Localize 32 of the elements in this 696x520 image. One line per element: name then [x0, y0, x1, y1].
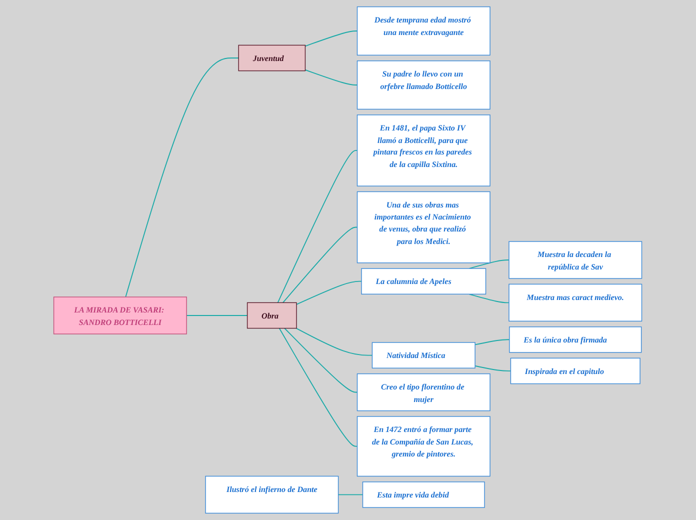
connector	[474, 339, 510, 346]
connector	[304, 69, 358, 86]
node-box: Muestra la decaden la república de Sav	[508, 241, 642, 279]
node-box: LA MIRADA DE VASARI: SANDRO BOTTICELLI	[54, 296, 188, 334]
connector	[278, 150, 358, 304]
connector	[296, 328, 373, 356]
connector	[474, 365, 512, 372]
connector	[296, 280, 362, 305]
connector	[338, 494, 364, 496]
node-box: Natividad Mística	[372, 342, 476, 368]
node-box: Creo el tipo florentino de mujer	[357, 373, 491, 412]
node-box: Es la única obra firmada	[509, 326, 642, 353]
connector	[186, 315, 248, 316]
node-box: En 1481, el papa Sixto IV llamó a Botticelli, para que pintara frescos en las paredes de la capilla Sixtina.	[357, 114, 491, 186]
connector	[125, 58, 240, 298]
node-box: En 1472 entró a formar parte de la Compañía de San Lucas, gremio de pintores.	[357, 416, 491, 477]
node-box: Obra	[247, 302, 298, 329]
node-box: Muestra mas caract medievo.	[508, 284, 642, 322]
node-box: Desde temprana edad mostró una mente extravagante	[357, 6, 491, 56]
node-box: Su padre lo llevo con un orfebre llamado Botticello	[357, 60, 491, 110]
connector	[282, 226, 358, 304]
connector	[468, 294, 510, 304]
connector	[304, 30, 358, 47]
node-box: Una de sus obras mas importantes es el Nacimiento de venus, obra que realizó para los Medici.	[357, 191, 491, 264]
node-box: La calumnia de Apeles	[361, 268, 486, 294]
node-box: Inspirada en el capitulo	[510, 358, 641, 384]
node-box: Juventud	[238, 44, 306, 72]
node-box: Ilustró el infierno de Dante	[205, 476, 339, 514]
connector	[284, 328, 358, 393]
connector	[468, 260, 510, 269]
node-box: Esta impre vida debid	[362, 482, 486, 508]
connector	[279, 328, 358, 447]
